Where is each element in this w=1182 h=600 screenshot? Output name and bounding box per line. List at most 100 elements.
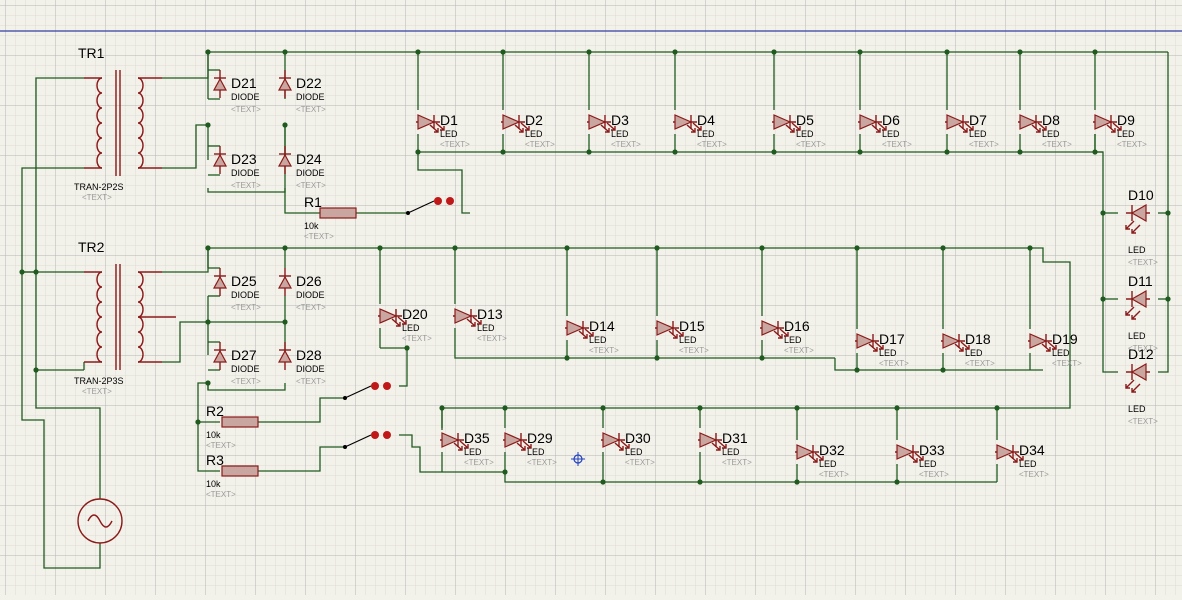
emission-arrows-icon xyxy=(578,328,594,339)
led-value-label: LED xyxy=(879,348,897,358)
diode-value-label: DIODE xyxy=(231,168,260,178)
switch-sw3[interactable] xyxy=(343,431,391,449)
emission-arrows-icon xyxy=(429,122,445,133)
led-value-label: LED xyxy=(1042,129,1060,139)
led-d11[interactable] xyxy=(1125,289,1150,320)
placeholder-text: <TEXT> xyxy=(1128,258,1158,267)
led-d31[interactable] xyxy=(698,432,727,451)
resistor-ref-label: R3 xyxy=(206,452,224,468)
junction-dot xyxy=(654,245,660,251)
led-d29[interactable] xyxy=(503,432,532,451)
led-d18[interactable] xyxy=(941,333,970,352)
transformer-tr1[interactable] xyxy=(84,70,162,176)
resistor-r1[interactable] xyxy=(319,207,357,219)
junction-dot xyxy=(404,345,410,351)
resistor-r3[interactable] xyxy=(221,465,259,477)
led-ref-label: D33 xyxy=(919,442,945,458)
diode-d27[interactable] xyxy=(212,342,228,370)
wire xyxy=(380,347,408,387)
led-d12[interactable] xyxy=(1125,362,1150,393)
led-d14[interactable] xyxy=(565,320,594,339)
placeholder-text: <TEXT> xyxy=(589,346,619,355)
diode-d23[interactable] xyxy=(212,146,228,174)
led-d19[interactable] xyxy=(1028,333,1057,352)
resistor-value-label: 10k xyxy=(206,430,221,440)
diode-value-label: DIODE xyxy=(296,290,325,300)
led-d4[interactable] xyxy=(673,114,702,133)
led-ref-label: D10 xyxy=(1128,187,1154,203)
emission-arrows-icon xyxy=(1106,122,1122,133)
junction-dot xyxy=(205,122,211,128)
led-d3[interactable] xyxy=(587,114,616,133)
led-d35[interactable] xyxy=(440,432,469,451)
led-value-label: LED xyxy=(1052,348,1070,358)
wire xyxy=(1158,52,1169,373)
led-d33[interactable] xyxy=(895,444,924,463)
placeholder-text: <TEXT> xyxy=(296,303,326,312)
led-d10[interactable] xyxy=(1125,203,1150,234)
components[interactable] xyxy=(77,70,1150,544)
wire xyxy=(258,397,345,423)
junction-dot xyxy=(794,405,800,411)
resistor-r2[interactable] xyxy=(221,416,259,428)
led-d16[interactable] xyxy=(760,320,789,339)
wire xyxy=(461,201,470,214)
junction-dot xyxy=(759,355,765,361)
placeholder-text: <TEXT> xyxy=(1042,140,1072,149)
transformer-value-label: TRAN-2P2S xyxy=(74,182,124,192)
led-ref-label: D1 xyxy=(440,112,458,128)
junction-dot xyxy=(857,49,863,55)
emission-arrows-icon xyxy=(954,341,970,352)
emission-arrows-icon xyxy=(958,122,974,133)
crosshair-cursor-icon xyxy=(571,452,585,466)
placeholder-text: <TEXT> xyxy=(969,140,999,149)
led-value-label: LED xyxy=(919,459,937,469)
led-d1[interactable] xyxy=(416,114,445,133)
led-d30[interactable] xyxy=(601,432,630,451)
diode-d26[interactable] xyxy=(277,268,293,296)
diode-ref-label: D24 xyxy=(296,151,322,167)
diode-d25[interactable] xyxy=(212,268,228,296)
placeholder-text: <TEXT> xyxy=(625,458,655,467)
ac-sine-source-icon[interactable] xyxy=(77,498,123,544)
led-d34[interactable] xyxy=(995,444,1024,463)
led-ref-label: D9 xyxy=(1117,112,1135,128)
led-value-label: LED xyxy=(589,335,607,345)
led-value-label: LED xyxy=(1128,404,1146,414)
led-d7[interactable] xyxy=(945,114,974,133)
led-d8[interactable] xyxy=(1018,114,1047,133)
wire xyxy=(284,192,320,214)
placeholder-text: <TEXT> xyxy=(206,441,236,450)
junction-dot xyxy=(697,405,703,411)
led-ref-label: D3 xyxy=(611,112,629,128)
switch-sw2[interactable] xyxy=(343,382,391,400)
junction-dot xyxy=(205,245,211,251)
junction-dot xyxy=(19,269,25,275)
led-d6[interactable] xyxy=(858,114,887,133)
led-d5[interactable] xyxy=(772,114,801,133)
junction-dot xyxy=(944,149,950,155)
placeholder-text: <TEXT> xyxy=(879,359,909,368)
led-d20[interactable] xyxy=(378,308,407,327)
diode-d24[interactable] xyxy=(277,146,293,174)
led-value-label: LED xyxy=(796,129,814,139)
diode-d28[interactable] xyxy=(277,342,293,370)
led-d13[interactable] xyxy=(453,308,482,327)
led-d32[interactable] xyxy=(795,444,824,463)
led-value-label: LED xyxy=(477,323,495,333)
led-d9[interactable] xyxy=(1093,114,1122,133)
led-d2[interactable] xyxy=(501,114,530,133)
led-d15[interactable] xyxy=(655,320,684,339)
transformer-ref-label: TR1 xyxy=(78,45,105,61)
led-d17[interactable] xyxy=(855,333,884,352)
diode-d21[interactable] xyxy=(212,70,228,98)
junction-dot xyxy=(697,479,703,485)
placeholder-text: <TEXT> xyxy=(722,458,752,467)
diode-d22[interactable] xyxy=(277,70,293,98)
led-ref-label: D20 xyxy=(402,306,428,322)
junction-dot xyxy=(940,367,946,373)
transformer-tr2[interactable] xyxy=(84,264,176,370)
led-value-label: LED xyxy=(965,348,983,358)
switch-sw1[interactable] xyxy=(406,197,454,215)
